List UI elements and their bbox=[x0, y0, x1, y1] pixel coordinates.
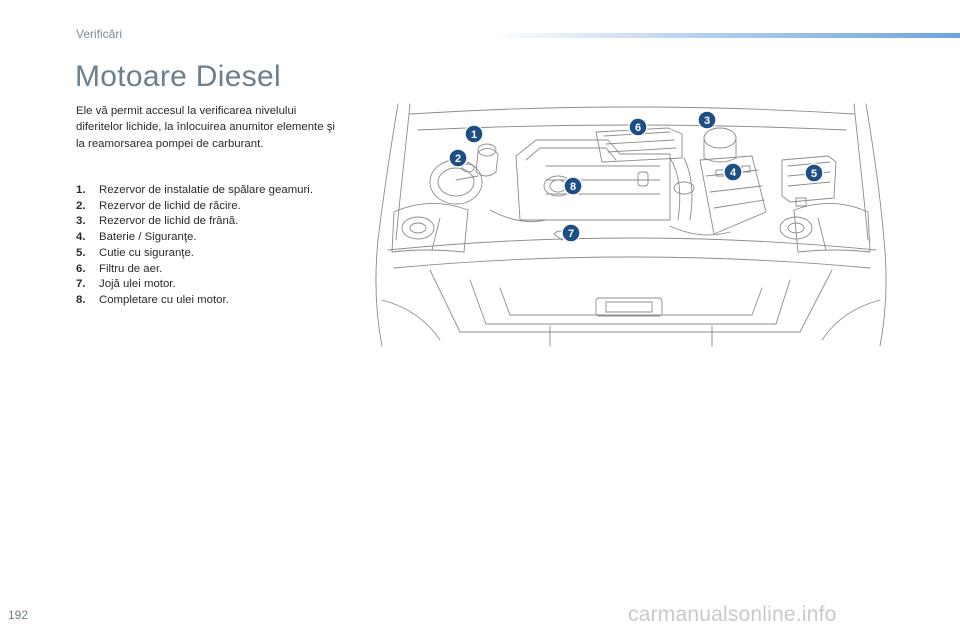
callout-badge-2: 2 bbox=[448, 148, 468, 168]
page-title: Motoare Diesel bbox=[75, 60, 281, 93]
svg-text:3: 3 bbox=[704, 115, 710, 127]
svg-text:7: 7 bbox=[568, 228, 574, 240]
legend-number: 7. bbox=[76, 278, 86, 291]
callout-badge-1: 1 bbox=[464, 124, 484, 144]
callout-badges: 1 2 3 4 5 6 7 8 bbox=[448, 110, 824, 243]
battery bbox=[699, 155, 767, 235]
section-header: Verificări bbox=[76, 27, 123, 41]
legend-text: Completare cu ulei motor. bbox=[99, 293, 229, 306]
component-legend: 1. Rezervor de instalatie de spălare geam… bbox=[76, 183, 376, 309]
legend-item: 6. Filtru de aer. bbox=[76, 262, 376, 278]
engine-bay-diagram: 1 2 3 4 5 6 7 8 bbox=[375, 103, 887, 347]
brake-fluid-reservoir bbox=[703, 127, 737, 149]
legend-text: Rezervor de instalatie de spălare geamur… bbox=[99, 184, 314, 196]
left-fender-outline bbox=[375, 103, 399, 347]
legend-item: 4. Baterie / Siguranţe. bbox=[76, 230, 376, 246]
legend-number: 3. bbox=[76, 215, 86, 228]
legend-text: Rezervor de lichid de frână. bbox=[99, 215, 239, 228]
page-number: 192 bbox=[8, 608, 29, 622]
legend-text: Rezervor de lichid de răcire. bbox=[99, 199, 241, 212]
legend-text: Cutie cu siguranţe. bbox=[99, 246, 194, 259]
legend-number: 5. bbox=[76, 246, 86, 259]
legend-item: 8. Completare cu ulei motor. bbox=[76, 293, 376, 309]
front-bumper bbox=[387, 237, 877, 251]
svg-text:5: 5 bbox=[811, 168, 817, 180]
legend-number: 1. bbox=[76, 184, 86, 196]
left-strut-tower bbox=[401, 216, 435, 240]
air-filter-box bbox=[595, 127, 683, 163]
callout-badge-4: 4 bbox=[723, 162, 743, 182]
right-fender-outline bbox=[865, 103, 887, 347]
fuse-box bbox=[781, 155, 837, 203]
callout-badge-8: 8 bbox=[563, 176, 583, 196]
legend-item: 7. Jojă ulei motor. bbox=[76, 277, 376, 293]
legend-number: 2. bbox=[76, 199, 86, 212]
svg-text:8: 8 bbox=[570, 181, 576, 193]
intro-paragraph: Ele vă permit accesul la verificarea niv… bbox=[76, 105, 335, 150]
svg-text:2: 2 bbox=[455, 153, 461, 165]
legend-item: 2. Rezervor de lichid de răcire. bbox=[76, 199, 376, 215]
legend-item: 1. Rezervor de instalatie de spălare geam… bbox=[76, 183, 376, 199]
callout-badge-5: 5 bbox=[804, 163, 824, 183]
callout-badge-3: 3 bbox=[697, 110, 717, 130]
legend-text: Filtru de aer. bbox=[99, 262, 163, 275]
legend-text: Baterie / Siguranţe. bbox=[99, 231, 197, 244]
legend-number: 8. bbox=[76, 293, 86, 306]
watermark: carmanualsonline.info bbox=[628, 603, 837, 626]
svg-text:6: 6 bbox=[635, 122, 641, 134]
svg-text:1: 1 bbox=[471, 129, 477, 141]
legend-number: 6. bbox=[76, 262, 86, 275]
callout-badge-6: 6 bbox=[628, 117, 648, 137]
legend-item: 3. Rezervor de lichid de frână. bbox=[76, 214, 376, 230]
callout-badge-7: 7 bbox=[561, 223, 581, 243]
right-strut-tower bbox=[779, 216, 813, 240]
legend-text: Jojă ulei motor. bbox=[99, 278, 176, 291]
svg-text:4: 4 bbox=[730, 167, 737, 179]
header-accent-bar bbox=[490, 33, 960, 38]
legend-number: 4. bbox=[76, 231, 86, 244]
legend-item: 5. Cutie cu siguranţe. bbox=[76, 246, 376, 262]
